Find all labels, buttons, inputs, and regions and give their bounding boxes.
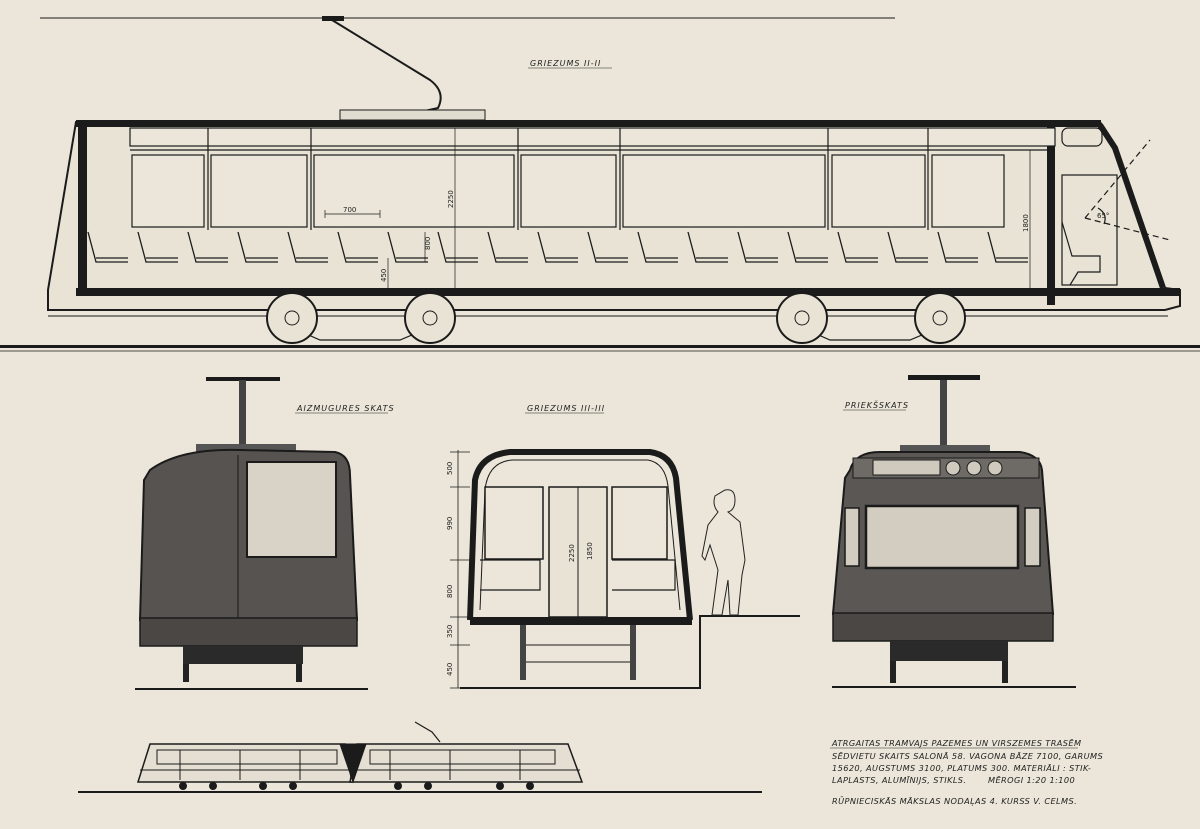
rear-bumper: [139, 617, 358, 647]
rear-leg-right: [296, 664, 302, 682]
cross-section: [450, 449, 800, 689]
wheel: [404, 292, 456, 344]
wheel: [776, 292, 828, 344]
floor-beam: [76, 288, 1180, 296]
title-line-2: SĒDVIETU SKAITS SALONĀ 58. VAGONA BĀZE 7…: [832, 751, 1103, 761]
front-pantograph-mast: [940, 380, 947, 448]
section-left-window: [484, 486, 544, 560]
front-side-window-right: [1024, 507, 1041, 567]
rear-undercarriage: [183, 646, 303, 664]
rear-pantograph-mast: [239, 380, 246, 448]
dim-seat-pitch: 700: [343, 206, 356, 214]
front-view: [831, 375, 1076, 688]
section-seat-right: [612, 559, 676, 591]
mini-joint: [339, 743, 367, 784]
dim-tier-4: 350: [446, 625, 454, 638]
front-destination-panel: [872, 459, 941, 476]
dim-interior-height: 2250: [447, 190, 455, 208]
rear-leg-left: [183, 664, 189, 682]
section-leg-left: [520, 625, 526, 680]
dim-seat-level: 450: [380, 269, 388, 282]
section-seat-left: [480, 559, 541, 591]
cab-bulkhead: [1047, 125, 1055, 305]
heading-long-section: GRIEZUMS II-II: [530, 59, 601, 68]
section-floor: [470, 617, 692, 625]
section-dimension-scale: [450, 450, 470, 689]
driver-cab: [1061, 127, 1171, 286]
title-line-4: LAPLASTS, ALUMĪNIJS, STIKLS.: [832, 775, 966, 785]
title-line-1: ATRGAITAS TRAMVAJS PAZEMES UN VIRSZEMES …: [831, 738, 1081, 748]
rear-wall: [78, 125, 87, 290]
front-bumper: [832, 612, 1054, 642]
dim-cab-angle: 65°: [1097, 212, 1109, 220]
dim-tier-2: 990: [446, 517, 454, 530]
human-figure: [701, 489, 746, 616]
rail-line: [0, 345, 1200, 348]
drawing-labels: GRIEZUMS II-II AIZMUGURES SKATS GRIEZUMS…: [295, 59, 1109, 806]
heading-cross-section: GRIEZUMS III-III: [527, 404, 605, 413]
pantograph-arm: [331, 19, 442, 113]
bogies: [266, 292, 966, 344]
front-pantograph-bar: [908, 375, 980, 380]
dimension-lines: [324, 128, 1031, 290]
dim-tier-3: 800: [446, 585, 454, 598]
mini-pantograph: [414, 721, 441, 743]
front-roof-box: [900, 445, 990, 453]
dim-door-outer: 2250: [568, 544, 576, 562]
heading-front-view: PRIEKŠSKATS: [845, 399, 909, 410]
section-leg-right: [630, 625, 636, 680]
front-leg-right: [1002, 661, 1008, 683]
wheel: [266, 292, 318, 344]
dim-door-inner: 1850: [586, 542, 594, 560]
title-scale: MĒROGI 1:20 1:100: [988, 775, 1075, 785]
front-windscreen: [864, 504, 1020, 570]
dim-tier-1: 500: [446, 462, 454, 475]
side-windows: [129, 127, 1056, 230]
dim-cab-height: 1800: [1022, 214, 1030, 232]
title-footer: RŪPNIECISKĀS MĀKSLAS NODAĻAS 4. KURSS V.…: [832, 796, 1077, 806]
mini-wheels: [179, 782, 534, 790]
title-line-3: 15620, AUGSTUMS 3100, PLATUMS 300. MATER…: [832, 763, 1091, 773]
pantograph-base: [339, 109, 486, 121]
front-windscreen: [1097, 123, 1166, 289]
rear-roof-box: [196, 444, 296, 452]
roof-beam: [76, 120, 1101, 127]
passenger-seats: [87, 231, 1028, 263]
front-side-window-left: [844, 507, 860, 567]
rear-window: [246, 461, 337, 558]
front-leg-left: [890, 661, 896, 683]
dim-tier-5: 450: [446, 663, 454, 676]
dim-back-height: 800: [424, 237, 432, 250]
front-marker-lights: [945, 460, 1003, 476]
rear-pantograph-bar: [206, 377, 280, 381]
front-undercarriage: [890, 641, 1008, 661]
section-right-window: [611, 486, 668, 560]
section-shell: [467, 449, 693, 621]
platform-edge: [460, 615, 800, 689]
rear-view: [135, 377, 368, 690]
pantograph-shoe: [322, 16, 344, 21]
longitudinal-section: [40, 16, 1181, 344]
wheel: [914, 292, 966, 344]
heading-rear-view: AIZMUGURES SKATS: [296, 404, 395, 413]
articulated-side-view: [78, 721, 762, 793]
